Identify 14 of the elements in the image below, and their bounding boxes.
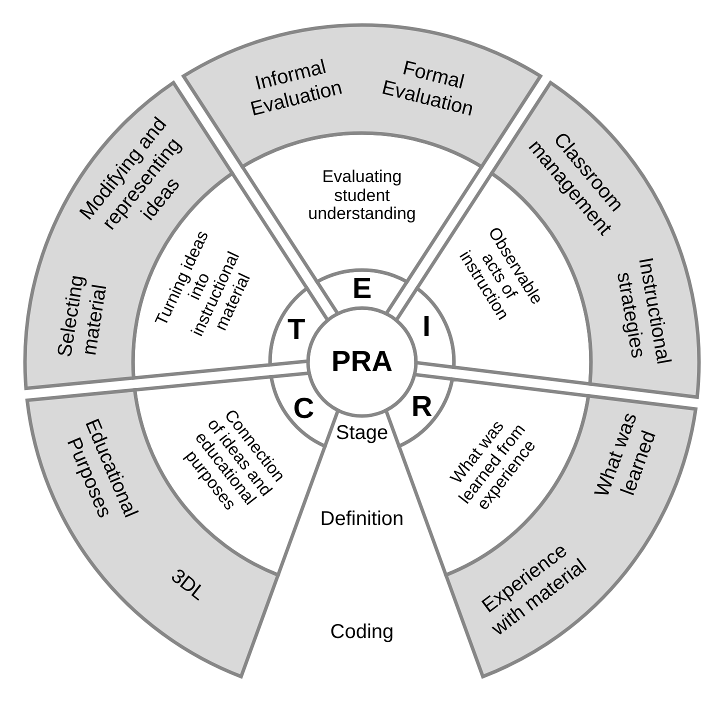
ring-level-label: Stage	[335, 422, 389, 444]
segment-letter: T	[286, 316, 306, 344]
ring-level-label: Coding	[330, 621, 394, 643]
segment-label: Instructional strategies	[612, 254, 676, 368]
center-label: PRA	[330, 348, 394, 376]
segment-label: Informal Evaluation	[247, 55, 346, 122]
segment-letter: C	[292, 394, 315, 424]
ring-level-label: Definition	[320, 508, 404, 530]
segment-letter: E	[352, 274, 372, 304]
segment-label: 3DL	[166, 564, 210, 606]
segment-label: Evaluating student understanding	[308, 168, 416, 224]
segment-letter: R	[410, 392, 433, 422]
segment-label: Selecting material	[52, 272, 112, 360]
segment-letter: I	[422, 313, 432, 342]
